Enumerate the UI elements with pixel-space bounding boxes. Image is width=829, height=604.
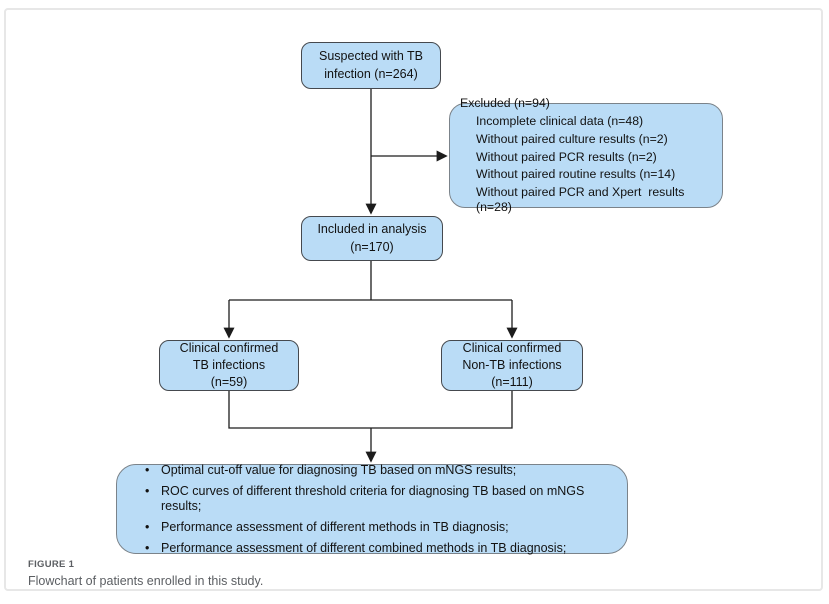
excluded-item: Incomplete clinical data (n=48) bbox=[476, 114, 644, 129]
excluded-item: Without paired culture results (n=2) bbox=[476, 131, 668, 146]
excluded-item: Without paired routine results (n=14) bbox=[476, 167, 676, 182]
excluded-item: Without paired PCR results (n=2) bbox=[476, 149, 657, 164]
tb-confirmed-line2: TB infections bbox=[192, 357, 266, 372]
tb-confirmed-line1: Clinical confirmed bbox=[179, 340, 279, 355]
included-box: Included in analysis (n=170) bbox=[301, 216, 443, 261]
suspected-tb-box: Suspected with TB infection (n=264) bbox=[301, 42, 441, 89]
figure-label: FIGURE 1 bbox=[28, 559, 75, 570]
outcome-text: Optimal cut-off value for diagnosing TB … bbox=[161, 462, 517, 477]
excluded-item: Without paired PCR and Xpert results (n=… bbox=[476, 185, 688, 214]
non-tb-confirmed-line1: Clinical confirmed bbox=[462, 340, 562, 355]
tb-confirmed-box: Clinical confirmed TB infections (n=59) bbox=[159, 340, 299, 391]
excluded-title: Excluded (n=94) bbox=[460, 96, 550, 111]
figure-caption: Flowchart of patients enrolled in this s… bbox=[28, 574, 264, 588]
outcome-text: Performance assessment of different comb… bbox=[161, 540, 567, 555]
included-line1: Included in analysis bbox=[317, 222, 427, 237]
outcome-text: Performance assessment of different meth… bbox=[161, 519, 509, 534]
non-tb-confirmed-box: Clinical confirmed Non-TB infections (n=… bbox=[441, 340, 583, 391]
outcome-item: • Performance assessment of different me… bbox=[143, 520, 509, 535]
figure-caption-block: FIGURE 1 Flowchart of patients enrolled … bbox=[28, 559, 263, 588]
suspected-tb-line1: Suspected with TB bbox=[319, 49, 423, 64]
outcome-item: • Performance assessment of different co… bbox=[143, 541, 566, 556]
flowchart-canvas: Suspected with TB infection (n=264) Excl… bbox=[6, 10, 821, 589]
bullet-icon: • bbox=[145, 483, 150, 498]
non-tb-confirmed-line2: Non-TB infections bbox=[462, 357, 562, 372]
excluded-box: Excluded (n=94) Incomplete clinical data… bbox=[449, 96, 723, 214]
figure-frame: Suspected with TB infection (n=264) Excl… bbox=[4, 8, 823, 591]
outcome-item: • Optimal cut-off value for diagnosing T… bbox=[143, 463, 516, 478]
included-line2: (n=170) bbox=[350, 239, 394, 254]
bullet-icon: • bbox=[145, 519, 150, 534]
outcome-item: • ROC curves of different threshold crit… bbox=[143, 484, 617, 514]
outcomes-box: • Optimal cut-off value for diagnosing T… bbox=[116, 463, 628, 556]
bullet-icon: • bbox=[145, 462, 150, 477]
tb-confirmed-line3: (n=59) bbox=[210, 375, 248, 390]
outcome-text: ROC curves of different threshold criter… bbox=[161, 483, 585, 513]
non-tb-confirmed-line3: (n=111) bbox=[491, 375, 533, 390]
suspected-tb-line2: infection (n=264) bbox=[324, 66, 418, 81]
bullet-icon: • bbox=[145, 540, 150, 555]
